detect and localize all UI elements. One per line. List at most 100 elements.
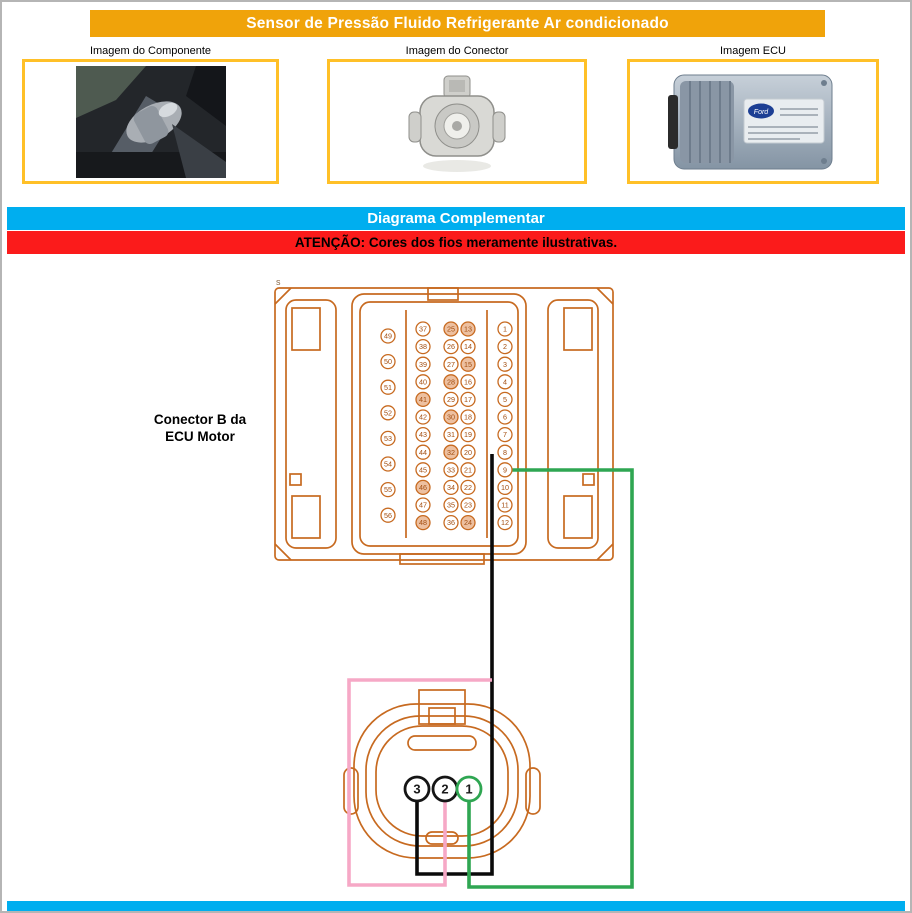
ecu-pin-6	[497, 409, 513, 425]
ecu-pin-49	[380, 328, 396, 344]
ecu-pin-label-21: 21	[464, 465, 472, 474]
sensor-pin-label-3: 3	[413, 782, 420, 797]
ecu-pin-label-28: 28	[447, 377, 455, 386]
ford-logo: Ford	[754, 109, 770, 116]
ecu-pin-label-7: 7	[503, 430, 507, 439]
diagram-section-header: Diagrama Complementar	[7, 207, 905, 230]
ecu-pin-label-34: 34	[447, 483, 455, 492]
connector-image-label: Imagem do Conector	[405, 44, 509, 57]
ecu-pin-label-39: 39	[419, 360, 427, 369]
ecu-pin-label-45: 45	[419, 465, 427, 474]
ecu-pin-33	[443, 462, 459, 478]
wire-pink	[347, 678, 492, 887]
ecu-pin-9	[497, 462, 513, 478]
ecu-pin-1	[497, 321, 513, 337]
ecu-pin-48	[415, 514, 431, 531]
ecu-pin-label-54: 54	[384, 460, 392, 469]
ecu-pin-46	[415, 479, 431, 496]
ecu-pin-40	[415, 374, 431, 390]
ecu-pin-30	[443, 409, 459, 425]
ecu-pin-13	[460, 321, 476, 337]
ecu-pin-18	[460, 409, 476, 425]
ecu-pin-label-55: 55	[384, 485, 392, 494]
ecu-pin-52	[380, 405, 396, 421]
bottom-divider-bar	[7, 901, 905, 911]
ecu-pin-22	[460, 479, 476, 496]
ecu-pin-label-33: 33	[447, 465, 455, 474]
ecu-connector-label-line1: Conector B da	[153, 412, 247, 427]
ecu-pin-label-1: 1	[503, 325, 507, 334]
ecu-pin-7	[497, 426, 513, 443]
ecu-pin-label-38: 38	[419, 342, 427, 351]
ecu-pin-41	[415, 391, 431, 408]
ecu-pin-3	[497, 356, 513, 372]
ecu-pin-35	[443, 497, 459, 513]
ecu-pin-label-10: 10	[501, 483, 509, 492]
ecu-pin-label-44: 44	[419, 448, 427, 457]
warning-banner: ATENÇÃO: Cores dos fios meramente ilustr…	[7, 231, 905, 254]
ecu-pin-12	[497, 514, 513, 531]
ecu-pins-group: 4950515253545556373839404142434445464748…	[380, 321, 513, 531]
ecu-pin-label-48: 48	[419, 518, 427, 527]
ecu-pin-label-27: 27	[447, 360, 455, 369]
wires-group	[347, 454, 634, 889]
ecu-pin-23	[460, 497, 476, 513]
ecu-pin-label-15: 15	[464, 360, 472, 369]
ecu-pin-42	[415, 409, 431, 425]
component-image-label: Imagem do Componente	[89, 44, 212, 57]
ecu-pin-label-30: 30	[447, 413, 455, 422]
ecu-pin-56	[380, 507, 396, 523]
component-photo-box	[22, 59, 279, 184]
ecu-pin-label-8: 8	[503, 448, 507, 457]
ecu-pin-38	[415, 338, 431, 355]
ecu-pin-27	[443, 356, 459, 372]
ecu-pin-label-9: 9	[503, 465, 507, 474]
ecu-pin-label-42: 42	[419, 413, 427, 422]
ecu-connector-drawing	[274, 287, 614, 565]
ecu-pin-label-19: 19	[464, 430, 472, 439]
ecu-pin-label-49: 49	[384, 332, 392, 341]
ecu-pin-47	[415, 497, 431, 513]
ecu-pin-21	[460, 462, 476, 478]
ecu-pin-label-46: 46	[419, 483, 427, 492]
ecu-pin-45	[415, 462, 431, 478]
sensor-pin-1	[455, 775, 483, 803]
drawing-artifact: s	[276, 277, 281, 287]
sensor-pin-3	[403, 775, 431, 803]
ecu-pin-label-6: 6	[503, 413, 507, 422]
ecu-pin-label-23: 23	[464, 501, 472, 510]
ecu-connector-label: Conector B da ECU Motor	[120, 412, 280, 446]
ecu-pin-label-22: 22	[464, 483, 472, 492]
ecu-pin-20	[460, 444, 476, 460]
ecu-pin-10	[497, 479, 513, 496]
ecu-pin-label-29: 29	[447, 395, 455, 404]
connector-photo-box	[327, 59, 587, 184]
ecu-connector-label-line2: ECU Motor	[165, 428, 235, 444]
sensor-connector-drawing	[343, 689, 541, 859]
ecu-pin-label-56: 56	[384, 511, 392, 520]
ecu-pin-label-43: 43	[419, 430, 427, 439]
ecu-pin-5	[497, 391, 513, 408]
ecu-pin-label-41: 41	[419, 395, 427, 404]
ecu-pin-label-50: 50	[384, 357, 392, 366]
ecu-pin-55	[380, 481, 396, 498]
ecu-pin-39	[415, 356, 431, 372]
ecu-pin-34	[443, 479, 459, 496]
ecu-pin-51	[380, 379, 396, 395]
ecu-pin-2	[497, 338, 513, 355]
connector-photo	[408, 75, 506, 172]
ecu-pin-14	[460, 338, 476, 355]
ecu-pin-label-32: 32	[447, 448, 455, 457]
ecu-pin-36	[443, 514, 459, 531]
ecu-pin-label-36: 36	[447, 518, 455, 527]
wire-black	[415, 454, 494, 876]
ecu-pin-32	[443, 444, 459, 460]
ecu-pin-label-3: 3	[503, 360, 507, 369]
ecu-pin-label-16: 16	[464, 377, 472, 386]
ecu-pin-29	[443, 391, 459, 408]
ecu-pin-50	[380, 353, 396, 370]
ecu-pin-44	[415, 444, 431, 460]
ecu-pin-label-47: 47	[419, 501, 427, 510]
ecu-pin-label-13: 13	[464, 325, 472, 334]
